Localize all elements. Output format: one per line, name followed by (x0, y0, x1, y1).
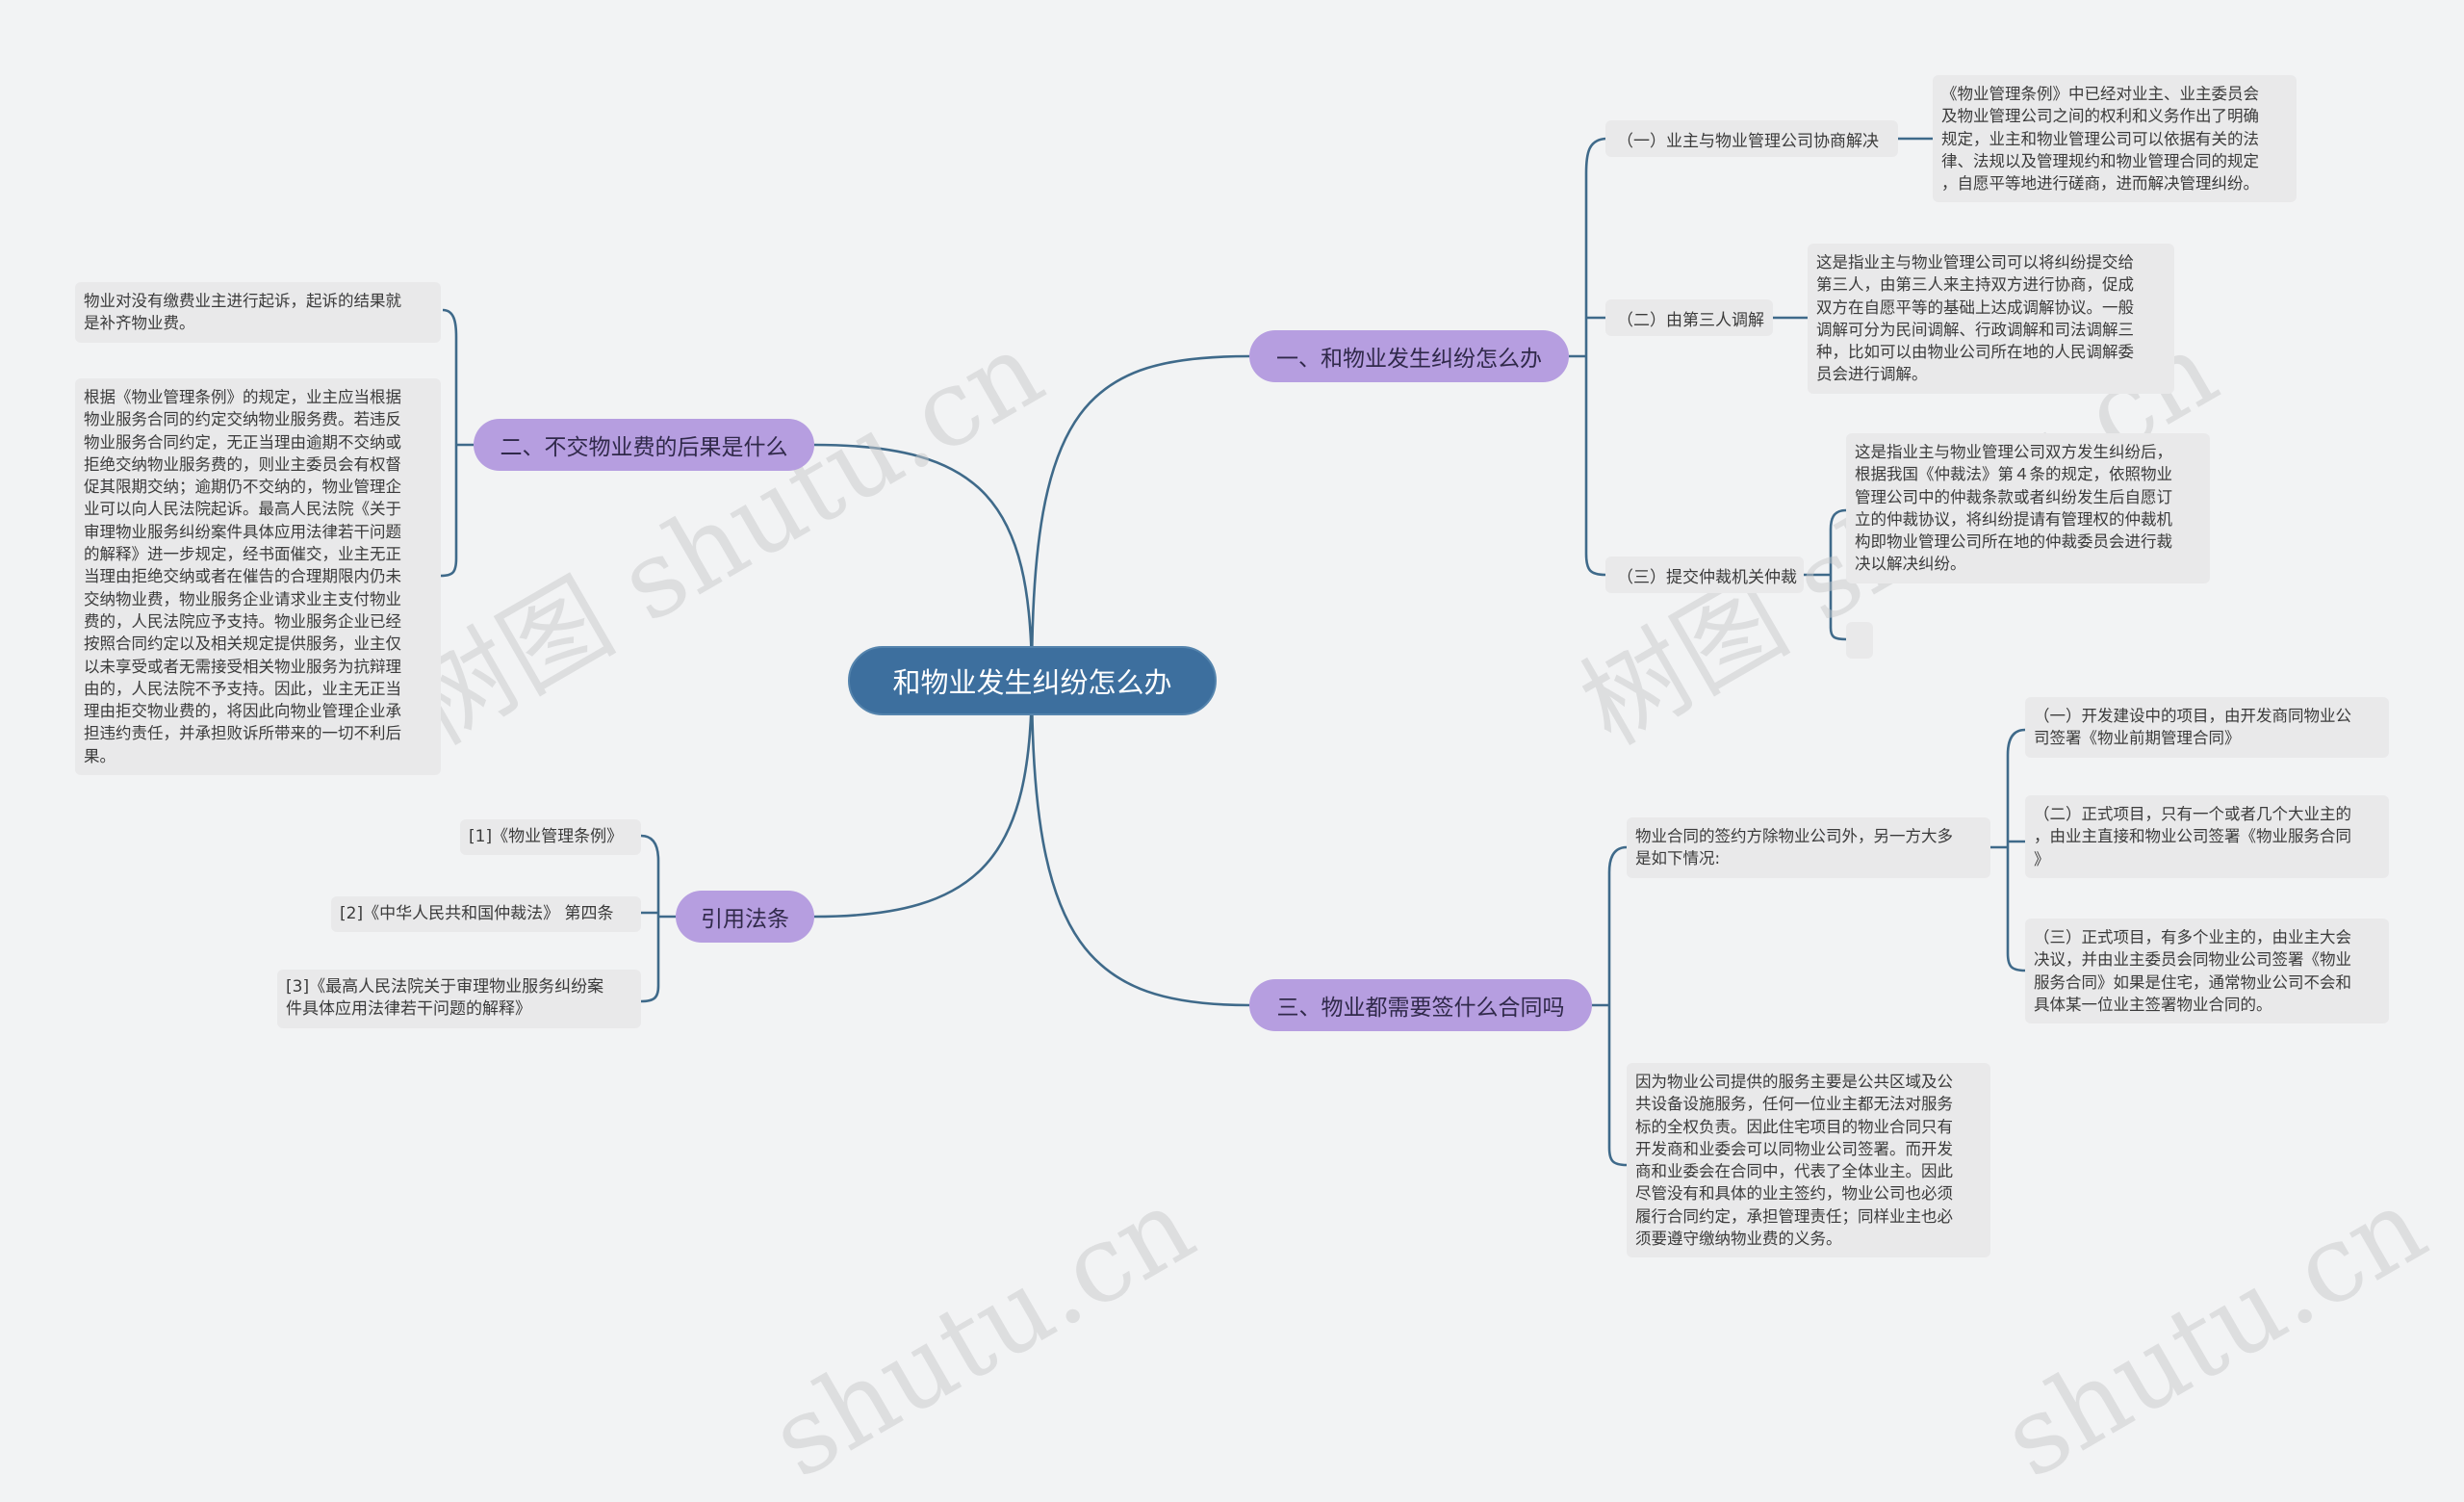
branch-title: 一、和物业发生纠纷怎么办 (1276, 347, 1542, 372)
sub-node-negotiation[interactable]: （一）业主与物业管理公司协商解决 (1605, 120, 1898, 157)
empty-leaf-node (1846, 622, 1873, 659)
link-root-b4 (813, 678, 1034, 919)
sub-title: （一）业主与物业管理公司协商解决 (1617, 131, 1879, 151)
leaf-case-major-owner: （二）正式项目，只有一个或者几个大业主的 ，由业主直接和物业公司签署《物业服务合… (2025, 795, 2389, 878)
branch-node-contracts[interactable]: 三、物业都需要签什么合同吗 (1249, 979, 1592, 1031)
sub-title: （三）提交仲裁机关仲裁 (1617, 567, 1797, 587)
link-root-b3 (1030, 678, 1250, 1007)
branch-title: 引用法条 (701, 907, 789, 932)
leaf-regulation-text: 根据《物业管理条例》的规定，业主应当根据 物业服务合同的约定交纳物业服务费。若违… (75, 378, 441, 776)
branch-node-references[interactable]: 引用法条 (676, 891, 814, 943)
link-root-b2 (813, 443, 1034, 680)
leaf-contract-parties: 物业合同的签约方除物业公司外，另一方大多 是如下情况: (1627, 817, 1990, 878)
reference-court-interpretation[interactable]: [3]《最高人民法院关于审理物业服务纠纷案 件具体应用法律若干问题的解释》 (277, 970, 641, 1028)
root-node[interactable]: 和物业发生纠纷怎么办 (848, 646, 1217, 715)
leaf-case-development: （一）开发建设中的项目，由开发商同物业公 司签署《物业前期管理合同》 (2025, 697, 2389, 758)
leaf-mediation-text: 这是指业主与物业管理公司可以将纠纷提交给 第三人，由第三人来主持双方进行协商，促… (1808, 244, 2174, 394)
link-root-b1 (1030, 354, 1250, 680)
leaf-negotiation-text: 《物业管理条例》中已经对业主、业主委员会 及物业管理公司之间的权利和义务作出了明… (1933, 75, 2297, 203)
leaf-contract-reason: 因为物业公司提供的服务主要是公共区域及公 共设备设施服务，任何一位业主都无法对服… (1627, 1063, 1990, 1258)
reference-arbitration-law[interactable]: [2]《中华人民共和国仲裁法》 第四条 (331, 896, 641, 933)
branch-title: 三、物业都需要签什么合同吗 (1276, 996, 1565, 1021)
branch-title: 二、不交物业费的后果是什么 (500, 435, 788, 460)
branch-node-dispute[interactable]: 一、和物业发生纠纷怎么办 (1249, 330, 1569, 382)
connector-lines (440, 137, 2026, 1167)
reference-property-regulation[interactable]: [1]《物业管理条例》 (460, 819, 641, 856)
sub-node-mediation[interactable]: （二）由第三人调解 (1605, 299, 1773, 336)
sub-node-arbitration[interactable]: （三）提交仲裁机关仲裁 (1605, 557, 1804, 593)
sub-title: （二）由第三人调解 (1617, 310, 1764, 330)
leaf-arbitration-text: 这是指业主与物业管理公司双方发生纠纷后， 根据我国《仲裁法》第４条的规定，依照物… (1846, 433, 2210, 583)
leaf-case-many-owners: （三）正式项目，有多个业主的，由业主大会 决议，并由业主委员会同物业公司签署《物… (2025, 919, 2389, 1024)
root-title: 和物业发生纠纷怎么办 (892, 666, 1172, 699)
leaf-lawsuit-text: 物业对没有缴费业主进行起诉，起诉的结果就 是补齐物业费。 (75, 282, 441, 343)
branch-node-unpaid-fee[interactable]: 二、不交物业费的后果是什么 (474, 419, 814, 471)
